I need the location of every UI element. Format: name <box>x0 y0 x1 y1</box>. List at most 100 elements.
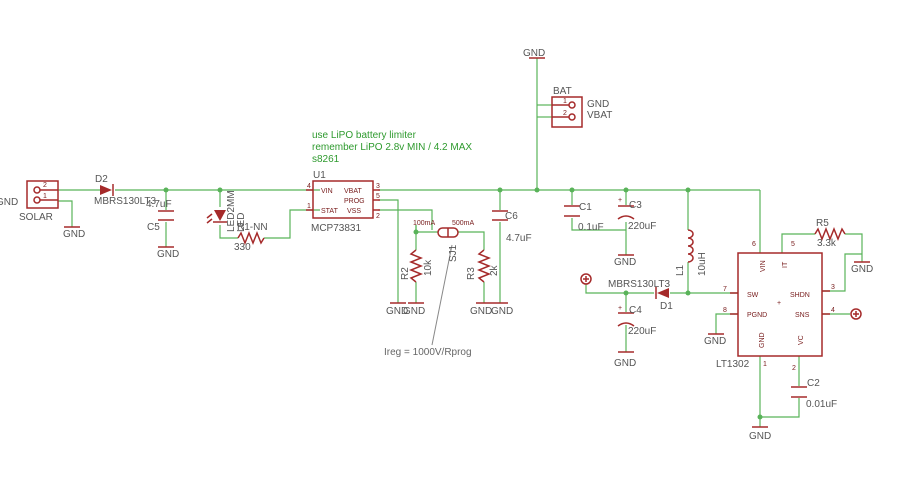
d1-value: MBRS130LT3 <box>608 279 671 290</box>
solar-connector: 2 1 SOLAR GND <box>0 180 59 223</box>
c3-value: 220uF <box>628 221 656 232</box>
junctions <box>163 187 763 420</box>
gnd-solar-label: GND <box>63 229 85 240</box>
c4-label: C4 <box>629 305 642 316</box>
u1-vin-pin: VIN <box>321 188 333 195</box>
r5-value: 3.3k <box>817 238 837 249</box>
gnd-c4-label: GND <box>614 358 636 369</box>
gnd-r2-label: GND <box>403 306 425 317</box>
wires <box>58 58 863 427</box>
u1-value: MCP73831 <box>311 223 361 234</box>
lt1302-sns-pin: SNS <box>795 312 810 319</box>
r1-label: R1-NN <box>237 222 268 233</box>
c5-label: C5 <box>147 222 160 233</box>
u1-pin-5: 5 <box>376 193 380 200</box>
bat-gnd-label: GND <box>587 99 609 110</box>
c1-label: C1 <box>579 202 592 213</box>
lt1302-vin-pin: VIN <box>760 260 767 272</box>
jumper-sj1: 100mA 500mA SJ1 <box>413 220 475 262</box>
u1-prog-pin: PROG <box>344 198 365 205</box>
capacitor-c6: C6 4.7uF <box>492 210 532 244</box>
diode-d2: D2 MBRS130LT3 <box>94 174 157 207</box>
c6-value: 4.7uF <box>506 233 532 244</box>
led-indicator: LED2MM LED <box>206 190 247 232</box>
r5-label: R5 <box>816 218 829 229</box>
c3-plus: + <box>618 197 622 204</box>
capacitor-c3: + C3 220uF <box>617 197 656 232</box>
inductor-l1: L1 10uH <box>675 229 708 276</box>
note-lipo-limiter: use LiPO battery limiter <box>312 130 417 141</box>
gnd-symbols: GND GND GND GND GND GND GND GND GND GND … <box>63 48 873 442</box>
lt1302-label: LT1302 <box>716 359 750 370</box>
u1-stat-pin: STAT <box>321 208 339 215</box>
led-label: LED2MM <box>226 190 237 232</box>
d2-label: D2 <box>95 174 108 185</box>
solar-left-gnd-label: GND <box>0 197 18 208</box>
ic-lt1302: VIN IT SW SHDN PGND SNS GND VC + LT1302 … <box>716 241 835 372</box>
lt1302-gnd-pin: GND <box>759 332 766 348</box>
c4-value: 220uF <box>628 326 656 337</box>
solar-label: SOLAR <box>19 212 53 223</box>
solar-pin-2: 2 <box>43 182 47 189</box>
resistor-r1: R1-NN 330 <box>234 222 268 253</box>
c3-label: C3 <box>629 200 642 211</box>
u1-pin-2: 2 <box>376 213 380 220</box>
bat-pin-1: 1 <box>563 98 567 105</box>
lt1302-shdn-pin: SHDN <box>790 292 810 299</box>
u1-pin-4: 4 <box>307 183 311 190</box>
u1-label: U1 <box>313 170 326 181</box>
r2-value: 10k <box>423 259 434 276</box>
bat-pin-2: 2 <box>563 110 567 117</box>
r3-label: R3 <box>466 267 477 280</box>
r2-label: R2 <box>400 267 411 280</box>
lt1302-vc-pin: VC <box>798 335 805 345</box>
note-s8261: s8261 <box>312 154 340 165</box>
gnd-c3-label: GND <box>614 257 636 268</box>
note-lipo-range: remember LiPO 2.8v MIN / 4.2 MAX <box>312 142 472 153</box>
bat-label: BAT <box>553 86 572 97</box>
u1-vbat-pin: VBAT <box>344 188 362 195</box>
d2-value: MBRS130LT3 <box>94 196 157 207</box>
solar-pin-1: 1 <box>43 193 47 200</box>
capacitor-c1: C1 0.1uF <box>564 202 604 233</box>
test-point-left <box>580 273 592 285</box>
l1-value: 10uH <box>697 252 708 276</box>
lt1302-pin-7: 7 <box>723 286 727 293</box>
lt1302-pin-4: 4 <box>831 307 835 314</box>
note-ireg: Ireg = 1000V/Rprog <box>384 347 472 358</box>
sj1-100ma-label: 100mA <box>413 220 436 227</box>
gnd-r5-label: GND <box>851 264 873 275</box>
lt1302-sw-pin: SW <box>747 292 759 299</box>
lt1302-origin-cross: + <box>777 300 781 307</box>
lt1302-pin-5: 5 <box>791 241 795 248</box>
u1-vss-pin: VSS <box>347 208 361 215</box>
test-point-right <box>850 308 862 320</box>
gnd-lt1302-label: GND <box>749 431 771 442</box>
gnd-pgnd-label: GND <box>704 336 726 347</box>
gnd-top-label: GND <box>523 48 545 59</box>
gnd-u1-label: GND <box>386 306 408 317</box>
sj1-label: SJ1 <box>448 244 459 262</box>
c6-label: C6 <box>505 211 518 222</box>
lt1302-pin-6: 6 <box>752 241 756 248</box>
design-notes: use LiPO battery limiter remember LiPO 2… <box>312 130 472 358</box>
lt1302-pin-2: 2 <box>792 365 796 372</box>
resistor-r5: R5 3.3k <box>814 218 846 249</box>
c5-value: 4.7uF <box>146 199 172 210</box>
ic-u1: U1 MCP73831 VIN VBAT PROG STAT VSS 4 1 3… <box>306 170 380 234</box>
c1-value: 0.1uF <box>578 222 604 233</box>
l1-label: L1 <box>675 264 686 276</box>
capacitor-c5: 4.7uF C5 <box>146 199 174 233</box>
lt1302-pgnd-pin: PGND <box>747 312 767 319</box>
c2-value: 0.01uF <box>806 399 837 410</box>
gnd-c6-label: GND <box>491 306 513 317</box>
lt1302-pin-1: 1 <box>763 361 767 368</box>
c2-label: C2 <box>807 378 820 389</box>
led-name-label: LED <box>236 213 247 232</box>
r3-value: 2k <box>489 264 500 276</box>
d1-label: D1 <box>660 301 673 312</box>
lt1302-pin-8: 8 <box>723 307 727 314</box>
lt1302-it-pin: IT <box>782 261 789 268</box>
c4-plus: + <box>618 305 622 312</box>
resistor-r3: R3 2k <box>466 249 500 283</box>
